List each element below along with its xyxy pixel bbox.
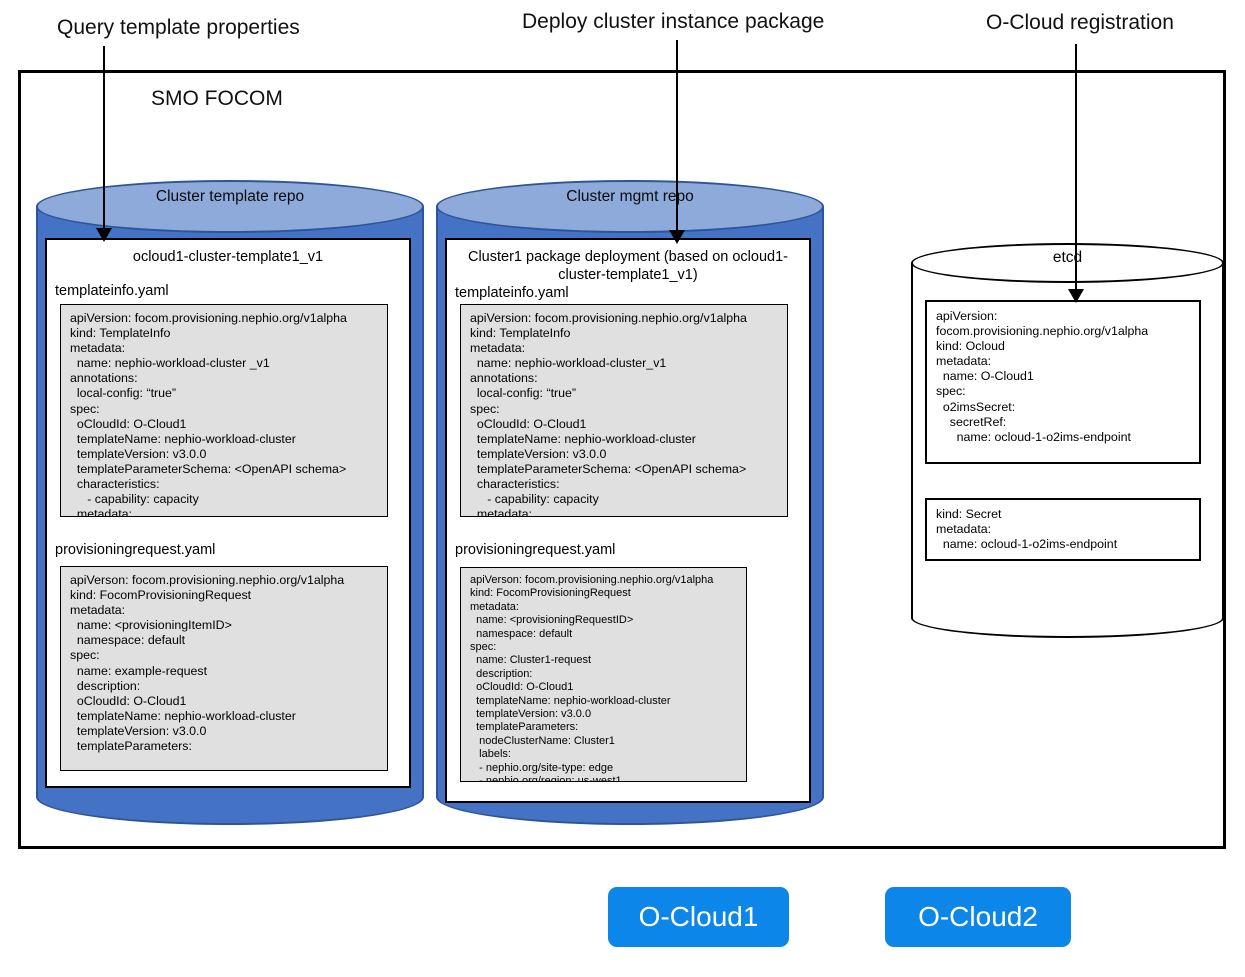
templateinfo-yaml-box: apiVersion: focom.provisioning.nephio.or… (460, 304, 788, 517)
cluster-template-repo-cylinder: Cluster template repo ocloud1-cluster-te… (36, 180, 424, 825)
ocloud2-node: O-Cloud2 (885, 887, 1071, 947)
cylinder-top (911, 243, 1224, 283)
ocloud-resource-box: apiVersion: focom.provisioning.nephio.or… (925, 300, 1201, 464)
smo-focom-title: SMO FOCOM (151, 87, 283, 110)
ocloud1-node: O-Cloud1 (608, 887, 789, 947)
etcd-cylinder: etcd apiVersion: focom.provisioning.neph… (911, 243, 1224, 638)
provisioningrequest-file-label: provisioningrequest.yaml (55, 542, 216, 558)
secret-yaml-content: kind: Secret metadata: name: ocloud-1-o2… (936, 507, 1118, 552)
template-package-title: ocloud1-cluster-template1_v1 (132, 249, 324, 265)
secret-resource-box: kind: Secret metadata: name: ocloud-1-o2… (925, 498, 1201, 561)
cylinder-top (436, 180, 824, 233)
provisioningrequest-yaml-content: apiVerson: focom.provisioning.nephio.org… (470, 574, 714, 782)
etcd-label: etcd (1052, 249, 1083, 266)
annotation-deploy-cluster-instance-package: Deploy cluster instance package (522, 10, 825, 33)
smo-focom-box: SMO FOCOM Cluster template repo ocloud1-… (18, 70, 1226, 849)
annotation-query-template-properties: Query template properties (57, 16, 300, 39)
templateinfo-yaml-content: apiVersion: focom.provisioning.nephio.or… (70, 311, 347, 517)
provisioningrequest-yaml-box: apiVerson: focom.provisioning.nephio.org… (460, 567, 747, 782)
mgmt-package-title: Cluster1 package deployment (based on oc… (467, 249, 788, 283)
ocloud-yaml-content: apiVersion: focom.provisioning.nephio.or… (936, 309, 1149, 444)
templateinfo-yaml-box: apiVersion: focom.provisioning.nephio.or… (60, 304, 388, 517)
provisioningrequest-yaml-content: apiVerson: focom.provisioning.nephio.org… (70, 573, 345, 754)
provisioningrequest-yaml-box: apiVerson: focom.provisioning.nephio.org… (60, 566, 388, 771)
cluster-mgmt-repo-label: Cluster mgmt repo (566, 188, 694, 205)
templateinfo-file-label: templateinfo.yaml (455, 285, 569, 301)
template-package-box: ocloud1-cluster-template1_v1 templateinf… (45, 238, 411, 788)
provisioningrequest-file-label: provisioningrequest.yaml (455, 542, 616, 558)
cluster-template-repo-label: Cluster template repo (155, 188, 305, 205)
cluster-mgmt-repo-cylinder: Cluster mgmt repo Cluster1 package deplo… (436, 180, 824, 825)
cylinder-top (36, 180, 424, 233)
templateinfo-file-label: templateinfo.yaml (55, 283, 169, 299)
annotation-ocloud-registration: O-Cloud registration (986, 11, 1174, 34)
templateinfo-yaml-content: apiVersion: focom.provisioning.nephio.or… (470, 311, 747, 517)
mgmt-package-box: Cluster1 package deployment (based on oc… (445, 238, 811, 803)
